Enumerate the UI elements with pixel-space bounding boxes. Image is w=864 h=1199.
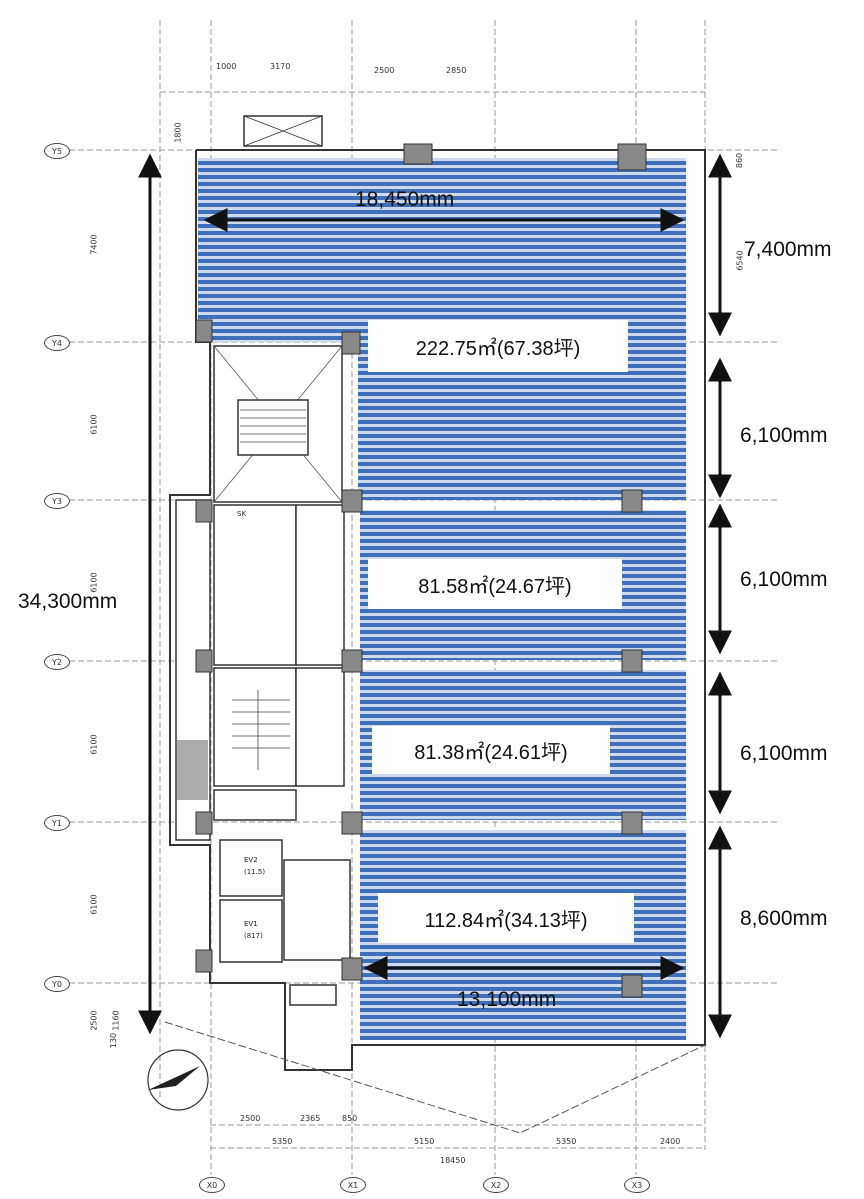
axis-x0: X0 — [199, 1177, 225, 1193]
bottom-dim-total: 18450 — [440, 1156, 466, 1165]
duct-shaft — [243, 115, 323, 147]
axis-x1: X1 — [340, 1177, 366, 1193]
right-dim-1: 860 — [735, 152, 745, 169]
bottom-dim-7: 2400 — [660, 1137, 681, 1146]
bay-4-label: 6,100mm — [740, 742, 828, 765]
bottom-dim-1: 2500 — [240, 1114, 261, 1123]
dimension-arrows — [138, 153, 732, 1039]
top-dim-2: 3170 — [270, 62, 291, 71]
area-3-tsubo: (24.61坪) — [484, 741, 568, 764]
left-dim-6: 6100 — [89, 894, 99, 915]
room-ev1: EV1 — [244, 920, 258, 928]
area-label-2: 81.58㎡ (24.67坪) — [368, 559, 622, 609]
bottom-dim-5: 5150 — [414, 1137, 435, 1146]
room-ev2-sub: (11.5) — [244, 868, 266, 876]
width-bottom-label: 13,100mm — [457, 988, 557, 1011]
bottom-dim-4: 5350 — [272, 1137, 293, 1146]
bottom-dim-3: 850 — [342, 1114, 358, 1123]
axis-y5: Y5 — [44, 143, 70, 159]
bay-3-label: 6,100mm — [740, 568, 828, 591]
room-sk: SK — [237, 510, 247, 518]
left-dim-5: 6100 — [89, 734, 99, 755]
axis-y4: Y4 — [44, 335, 70, 351]
top-dim-1: 1000 — [216, 62, 237, 71]
axis-y2: Y2 — [44, 654, 70, 670]
bay-1-label: 7,400mm — [744, 238, 832, 261]
left-dim-4: 6100 — [89, 572, 99, 593]
area-2-tsubo: (24.67坪) — [488, 575, 572, 598]
left-dim-9: 130 — [109, 1032, 119, 1049]
site-boundary — [164, 1021, 706, 1134]
axis-x3: X3 — [624, 1177, 650, 1193]
north-arrow-icon — [147, 1049, 209, 1111]
right-dim-2: 6540 — [735, 250, 745, 271]
hatched-area — [176, 740, 208, 800]
area-1-value: 222.75㎡ — [415, 337, 497, 360]
area-label-1: 222.75㎡ (67.38坪) — [368, 320, 628, 372]
area-1-tsubo: (67.38坪) — [496, 337, 581, 360]
width-top-label: 18,450mm — [355, 188, 455, 211]
left-dim-3: 6100 — [89, 414, 99, 435]
columns — [195, 143, 647, 998]
bottom-dim-6: 5350 — [556, 1137, 577, 1146]
building-outline — [169, 149, 706, 1071]
area-label-4: 112.84㎡ (34.13坪) — [378, 893, 634, 943]
left-dim-7: 2500 — [89, 1010, 99, 1031]
left-dim-2: 7400 — [89, 234, 99, 255]
area-label-3: 81.38㎡ (24.61坪) — [372, 726, 610, 774]
bottom-dim-2: 2365 — [300, 1114, 321, 1123]
area-top — [198, 158, 686, 342]
left-dim-1: 1800 — [173, 122, 183, 143]
top-dim-4: 2850 — [446, 66, 467, 75]
height-total-label: 34,300mm — [18, 590, 118, 613]
top-dim-3: 2500 — [374, 66, 395, 75]
bay-2-label: 6,100mm — [740, 424, 828, 447]
left-dim-8: 1160 — [111, 1010, 121, 1031]
area-2-value: 81.58㎡ — [418, 575, 489, 598]
axis-y0: Y0 — [44, 976, 70, 992]
area-3-value: 81.38㎡ — [414, 741, 485, 764]
axis-y3: Y3 — [44, 493, 70, 509]
stairs — [232, 409, 306, 770]
axis-y1: Y1 — [44, 815, 70, 831]
room-ev2: EV2 — [244, 856, 258, 864]
room-ev1-sub: (817) — [244, 932, 263, 940]
axis-x2: X2 — [483, 1177, 509, 1193]
bay-5-label: 8,600mm — [740, 907, 828, 930]
area-4-value: 112.84㎡ — [424, 909, 505, 932]
area-4-tsubo: (34.13坪) — [504, 909, 588, 932]
